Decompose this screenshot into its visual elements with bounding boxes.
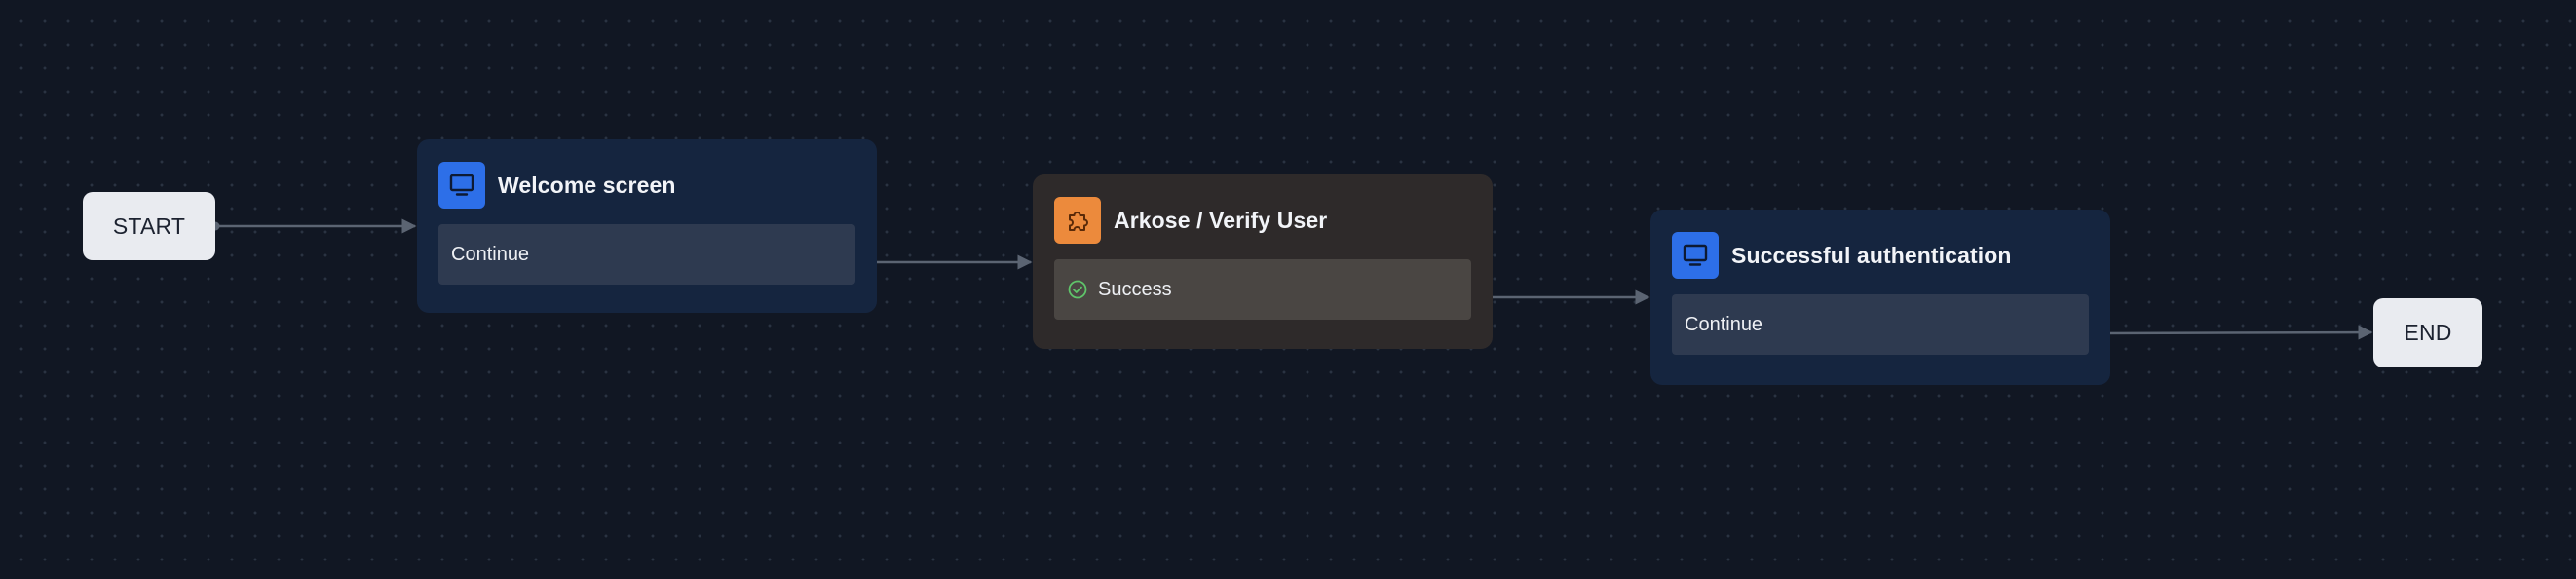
output-continue[interactable]: Continue — [1672, 294, 2089, 355]
start-label: START — [112, 212, 186, 239]
output-label: Continue — [451, 243, 530, 265]
monitor-icon — [1672, 232, 1719, 279]
node-arkose-verify-user[interactable]: Arkose / Verify User Success — [1033, 174, 1493, 349]
output-label: Continue — [1685, 313, 1763, 335]
edge-success-to-end[interactable] — [2083, 325, 2373, 340]
start-node[interactable]: START — [83, 192, 215, 260]
node-title: Arkose / Verify User — [1114, 207, 1328, 233]
edge-start-to-welcome[interactable] — [210, 218, 417, 234]
node-title: Successful authentication — [1731, 242, 2012, 268]
node-title: Welcome screen — [498, 172, 676, 198]
node-header: Arkose / Verify User — [1054, 196, 1471, 245]
puzzle-icon — [1054, 197, 1101, 244]
monitor-icon — [438, 162, 485, 209]
node-successful-authentication[interactable]: Successful authentication Continue — [1650, 210, 2110, 385]
output-continue[interactable]: Continue — [438, 224, 855, 285]
edge-arkose-to-success[interactable] — [1466, 290, 1650, 305]
node-header: Successful authentication — [1672, 231, 2089, 280]
edge-welcome-to-arkose[interactable] — [850, 254, 1033, 270]
output-success[interactable]: Success — [1054, 259, 1471, 320]
end-label: END — [2404, 320, 2452, 345]
end-node[interactable]: END — [2373, 298, 2482, 367]
check-circle-icon — [1067, 279, 1088, 300]
node-welcome-screen[interactable]: Welcome screen Continue — [417, 139, 877, 313]
node-header: Welcome screen — [438, 161, 855, 210]
output-label: Success — [1098, 278, 1172, 300]
